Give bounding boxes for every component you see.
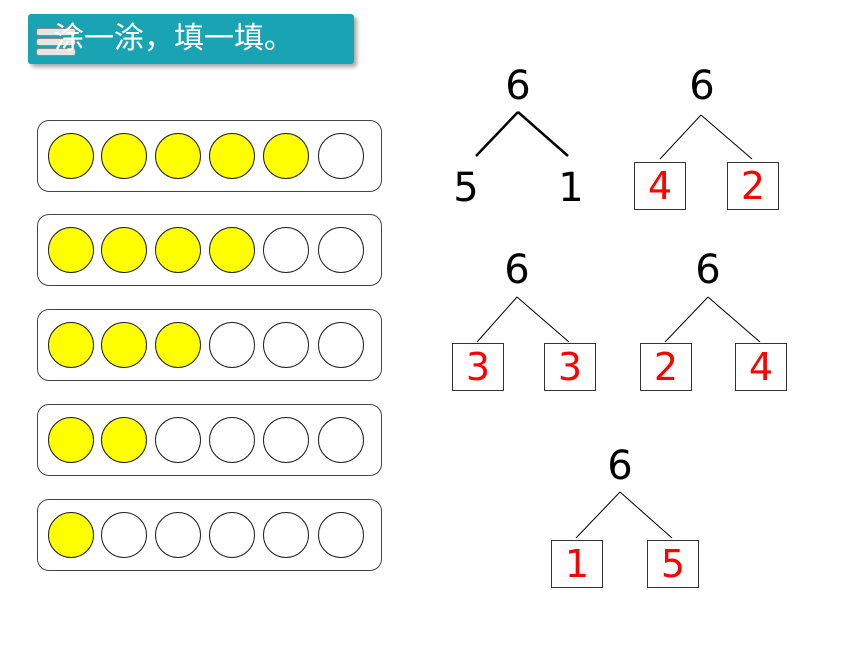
tree2-top-number: 6 [689,63,715,109]
tree4-right-answer-box[interactable]: 4 [735,343,787,391]
circle-row-4 [37,404,382,476]
circle-filled[interactable] [209,133,255,179]
tree1-left-number: 5 [453,165,479,211]
tree2-left-answer-box[interactable]: 4 [634,162,686,210]
circle-empty[interactable] [263,227,309,273]
circle-empty[interactable] [318,133,364,179]
tree5-right-answer-box[interactable]: 5 [647,540,699,588]
circle-empty[interactable] [263,512,309,558]
circle-empty[interactable] [318,227,364,273]
circle-empty[interactable] [318,417,364,463]
tree1-top-number: 6 [505,63,531,109]
tree3-right-answer-box[interactable]: 3 [544,343,596,391]
circle-filled[interactable] [48,227,94,273]
circle-empty[interactable] [263,322,309,368]
circle-row-5 [37,499,382,571]
circle-empty[interactable] [101,512,147,558]
circle-empty[interactable] [209,322,255,368]
circle-filled[interactable] [48,133,94,179]
circle-empty[interactable] [318,512,364,558]
circle-filled[interactable] [48,512,94,558]
circle-empty[interactable] [263,417,309,463]
circle-filled[interactable] [101,322,147,368]
circle-empty[interactable] [209,512,255,558]
circle-filled[interactable] [209,227,255,273]
tree3-left-answer-box[interactable]: 3 [452,343,504,391]
tree5-top-number: 6 [607,443,633,489]
circle-filled[interactable] [155,133,201,179]
circle-filled[interactable] [48,322,94,368]
circle-filled[interactable] [155,227,201,273]
title-banner: 涂一涂，填一填。 [28,14,354,64]
tree4-left-answer-box[interactable]: 2 [640,343,692,391]
circle-empty[interactable] [155,512,201,558]
binder-ring-icon [36,38,76,46]
circle-empty[interactable] [155,417,201,463]
binder-ring-icon [36,28,76,36]
circle-row-2 [37,214,382,286]
circle-row-1 [37,120,382,192]
banner-title: 涂一涂，填一填。 [54,21,294,56]
tree1-right-number: 1 [558,165,584,211]
tree3-top-number: 6 [504,247,530,293]
circle-empty[interactable] [318,322,364,368]
circle-empty[interactable] [209,417,255,463]
binder-ring-icon [36,48,76,56]
circle-filled[interactable] [101,133,147,179]
circle-filled[interactable] [48,417,94,463]
circle-filled[interactable] [263,133,309,179]
tree5-left-answer-box[interactable]: 1 [551,540,603,588]
circle-filled[interactable] [101,417,147,463]
circle-filled[interactable] [155,322,201,368]
circle-row-3 [37,309,382,381]
tree2-right-answer-box[interactable]: 2 [727,162,779,210]
tree4-top-number: 6 [695,247,721,293]
circle-filled[interactable] [101,227,147,273]
